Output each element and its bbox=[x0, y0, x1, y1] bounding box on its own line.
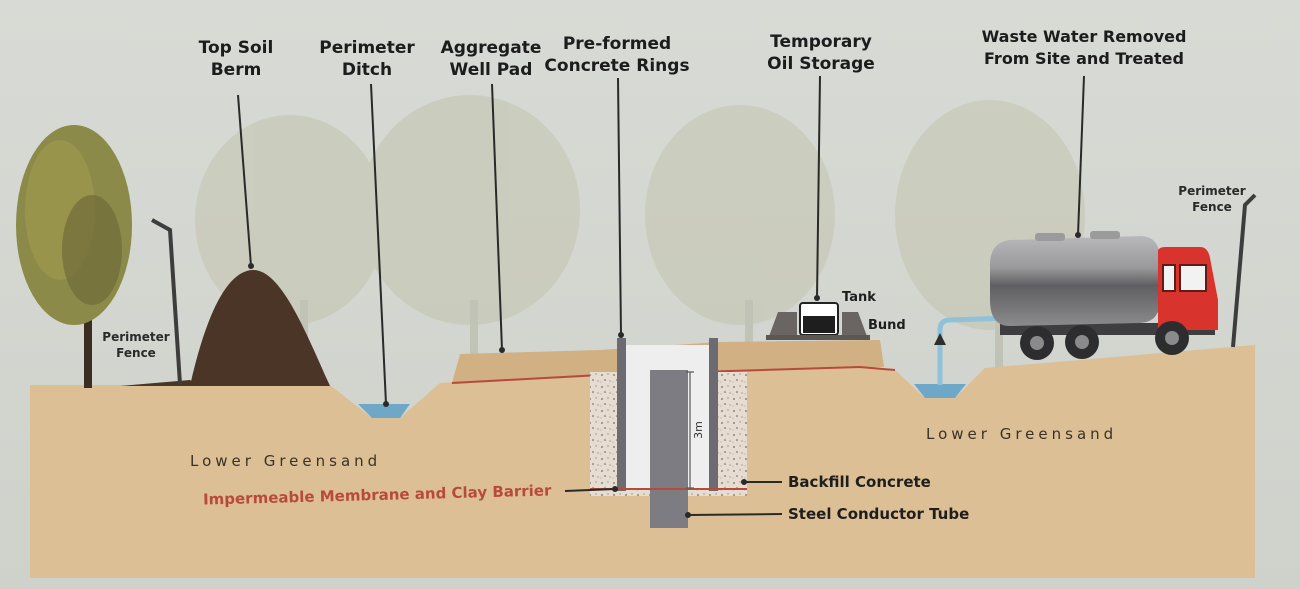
label-line: Berm bbox=[210, 60, 262, 80]
extraction-pipe bbox=[937, 315, 1011, 385]
steel-conductor-tube bbox=[650, 370, 688, 528]
label-tank: Tank bbox=[842, 290, 876, 305]
pipe-arrow bbox=[934, 333, 946, 345]
label-perimeter-fence-right: Perimeter Fence bbox=[1178, 183, 1245, 215]
right-fence-post bbox=[1231, 193, 1257, 348]
label-top-soil-berm: Top Soil Berm bbox=[199, 37, 274, 81]
label-bund: Bund bbox=[868, 318, 906, 333]
right-ditch-water bbox=[914, 384, 966, 398]
label-backfill-concrete: Backfill Concrete bbox=[788, 473, 931, 491]
label-line: Pre-formed bbox=[562, 34, 672, 54]
pointer-dots bbox=[248, 232, 1081, 518]
left-fence-post bbox=[151, 218, 182, 385]
label-line: Oil Storage bbox=[767, 54, 875, 74]
pointer-lines bbox=[237, 75, 1085, 516]
label-line: Ditch bbox=[341, 60, 393, 80]
label-line: Perimeter bbox=[1178, 184, 1246, 198]
bund-left bbox=[768, 312, 797, 339]
label-preformed-concrete-rings: Pre-formed Concrete Rings bbox=[544, 33, 689, 77]
label-perimeter-ditch: Perimeter Ditch bbox=[319, 37, 414, 81]
label-line: Perimeter bbox=[319, 38, 415, 58]
label-line: Perimeter bbox=[102, 330, 170, 344]
label-line: Waste Water Removed bbox=[981, 27, 1187, 46]
membrane-surface-line bbox=[451, 365, 896, 384]
label-line: Top Soil bbox=[198, 38, 274, 58]
label-waste-water: Waste Water Removed From Site and Treate… bbox=[982, 26, 1187, 70]
concrete-ring-right-wall bbox=[709, 338, 718, 491]
label-line: Concrete Rings bbox=[544, 56, 690, 76]
oil-tank-fill bbox=[803, 316, 835, 333]
label-line: Fence bbox=[116, 346, 156, 360]
background-trees bbox=[195, 95, 1085, 370]
concrete-ring-left-wall bbox=[617, 338, 626, 491]
depth-label: 3m bbox=[692, 421, 705, 439]
label-aggregate-well-pad: Aggregate Well Pad bbox=[441, 37, 542, 81]
bund-base bbox=[766, 335, 870, 340]
bund-right bbox=[842, 312, 868, 339]
label-line: Fence bbox=[1192, 200, 1232, 214]
label-line: Temporary bbox=[770, 32, 872, 52]
top-soil-berm bbox=[190, 269, 330, 386]
label-line: Aggregate bbox=[440, 38, 542, 58]
label-line: Well Pad bbox=[449, 60, 533, 80]
label-steel-conductor-tube: Steel Conductor Tube bbox=[788, 505, 970, 523]
tanker-truck bbox=[990, 231, 1218, 360]
tree bbox=[16, 125, 132, 388]
label-lower-greensand-right: Lower Greensand bbox=[926, 425, 1118, 443]
label-lower-greensand-left: Lower Greensand bbox=[190, 452, 382, 470]
label-temporary-oil-storage: Temporary Oil Storage bbox=[767, 31, 875, 75]
label-line: From Site and Treated bbox=[984, 49, 1184, 68]
left-ditch-water bbox=[358, 404, 410, 418]
depth-dimension-line bbox=[686, 371, 694, 489]
label-perimeter-fence-left: Perimeter Fence bbox=[102, 329, 169, 361]
